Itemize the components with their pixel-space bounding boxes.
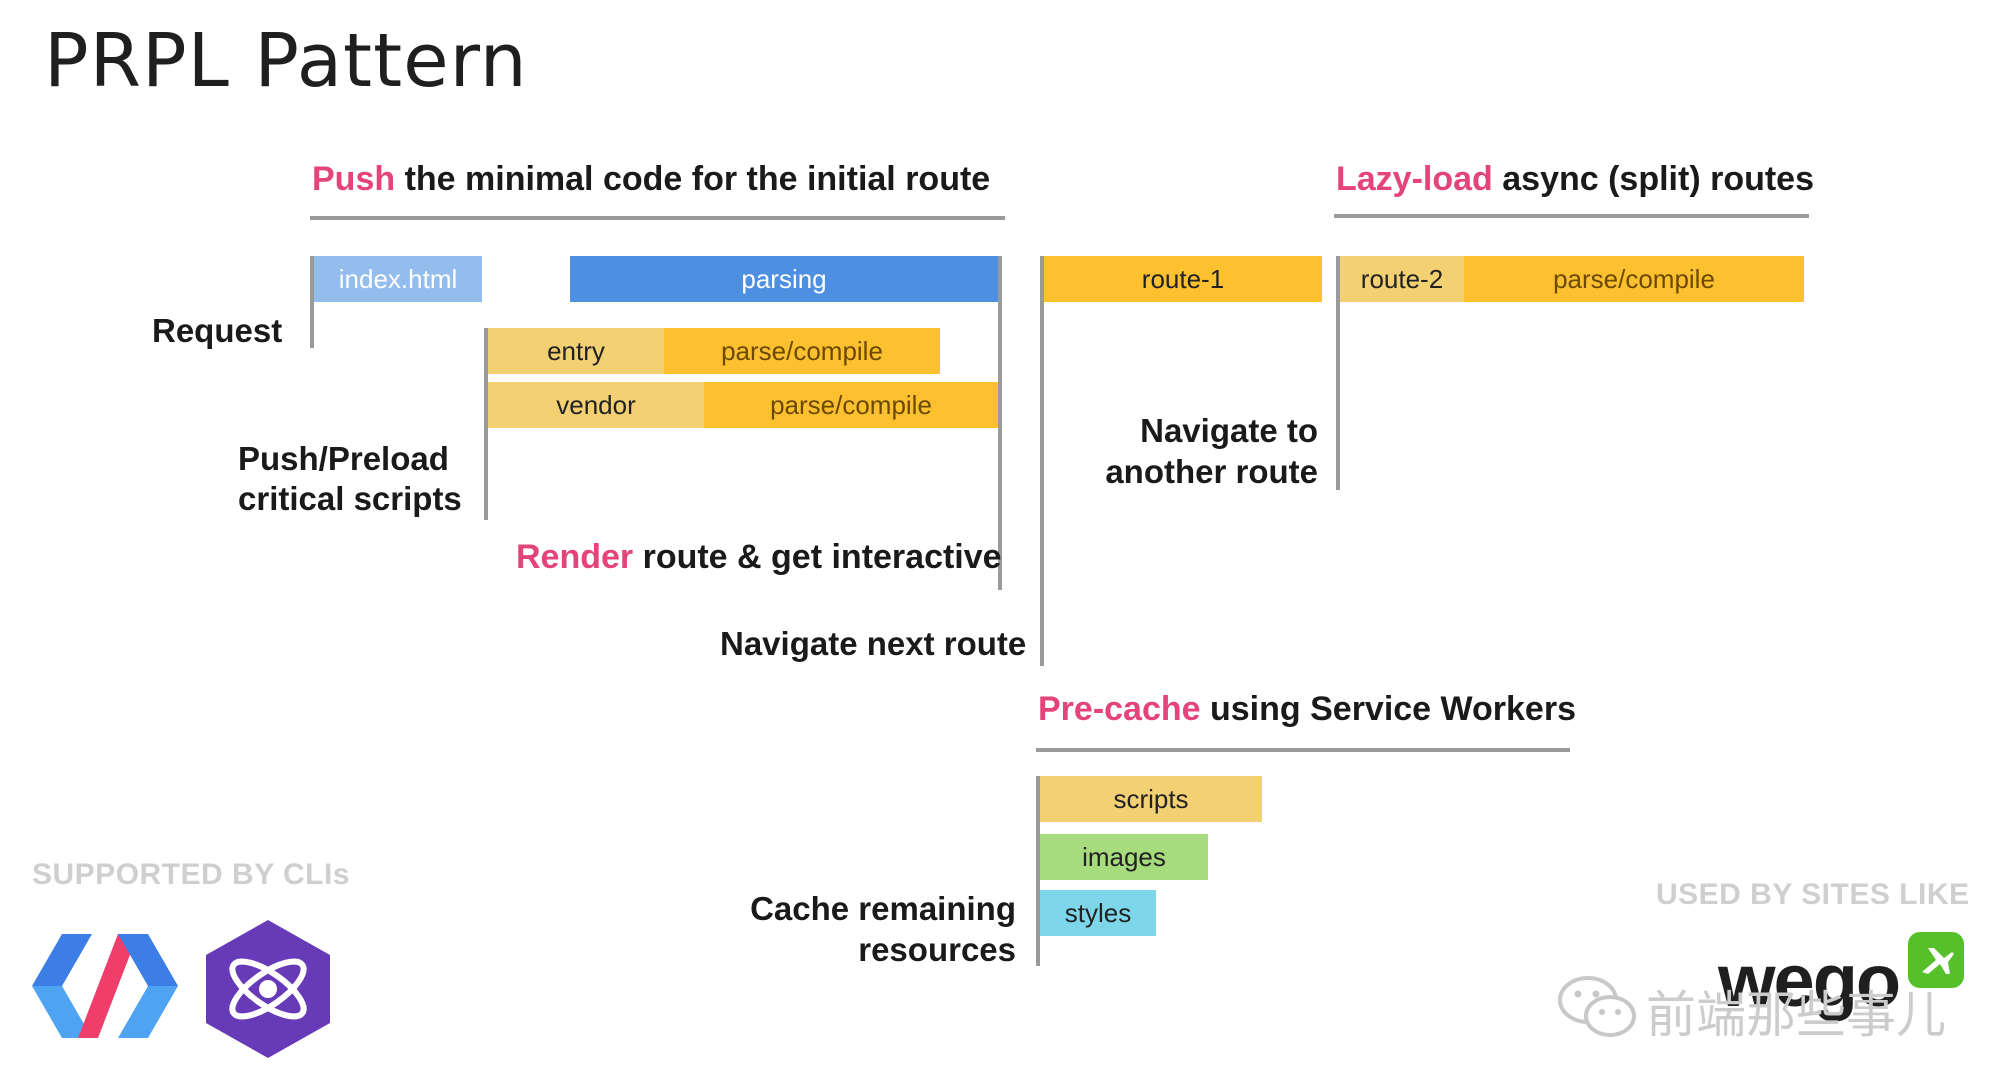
push-underline xyxy=(310,216,1005,220)
push-heading: Push the minimal code for the initial ro… xyxy=(312,160,990,199)
wechat-icon xyxy=(1558,976,1636,1037)
request-line xyxy=(310,256,314,348)
navigate-next-label: Navigate next route xyxy=(720,625,1027,662)
render-accent: Render xyxy=(516,538,634,576)
push-preload-label-2: critical scripts xyxy=(238,480,462,517)
parsing-bar: parsing xyxy=(570,256,998,302)
route-1-bar: route-1 xyxy=(1044,256,1322,302)
entry-bar: entry xyxy=(488,328,664,374)
scripts-bar: scripts xyxy=(1040,776,1262,822)
page-title: PRPL Pattern xyxy=(44,18,528,104)
cache-remaining-label-2: resources xyxy=(858,931,1016,968)
entry-parse-bar: parse/compile xyxy=(664,328,940,374)
render-line xyxy=(998,256,1002,590)
used-by-sites: USED BY SITES LIKE xyxy=(1656,878,1970,911)
push-preload-label-1: Push/Preload xyxy=(238,440,449,477)
preload-line xyxy=(484,328,488,520)
lazy-rest: async (split) routes xyxy=(1492,160,1815,198)
lazy-underline xyxy=(1334,214,1809,218)
lazy-heading: Lazy-load async (split) routes xyxy=(1336,160,1814,199)
navigate-another-label-2: another route xyxy=(1105,453,1318,490)
render-rest: route & get interactive xyxy=(633,538,1002,576)
index-html-bar: index.html xyxy=(314,256,482,302)
precache-accent: Pre-cache xyxy=(1038,690,1201,728)
styles-bar: styles xyxy=(1040,890,1156,936)
navigate-next-line xyxy=(1040,256,1044,666)
preact-cli-logo-icon xyxy=(206,920,330,1058)
navigate-another-line xyxy=(1336,256,1340,490)
wego-logo: wego xyxy=(1718,939,1901,1022)
lazy-accent: Lazy-load xyxy=(1336,160,1493,198)
navigate-another-label-1: Navigate to xyxy=(1140,412,1318,449)
push-rest: the minimal code for the initial route xyxy=(395,160,991,198)
images-bar: images xyxy=(1040,834,1208,880)
route-2-bar: route-2 xyxy=(1340,256,1464,302)
render-heading: Render route & get interactive xyxy=(516,538,1002,577)
cache-line xyxy=(1036,776,1040,966)
precache-heading: Pre-cache using Service Workers xyxy=(1038,690,1576,729)
precache-underline xyxy=(1036,748,1570,752)
plane-icon xyxy=(1908,932,1964,988)
polymer-logo-icon xyxy=(32,934,178,1038)
vendor-bar: vendor xyxy=(488,382,704,428)
push-accent: Push xyxy=(312,160,396,198)
precache-rest: using Service Workers xyxy=(1200,690,1576,728)
request-label: Request xyxy=(152,312,283,349)
watermark-text: 前端那些事儿 xyxy=(1646,986,1946,1044)
supported-by-clis: SUPPORTED BY CLIs xyxy=(32,858,351,891)
cache-remaining-label-1: Cache remaining xyxy=(750,890,1016,927)
vendor-parse-bar: parse/compile xyxy=(704,382,998,428)
route-2-parse-bar: parse/compile xyxy=(1464,256,1804,302)
